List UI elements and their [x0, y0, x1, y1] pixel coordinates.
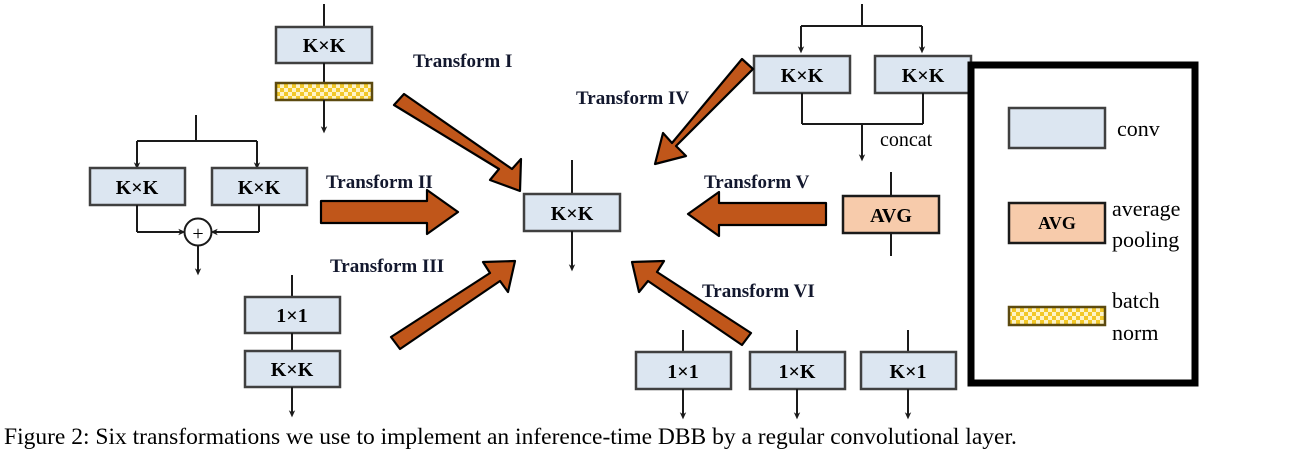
figure-caption: Figure 2: Six transformations we use to …	[4, 424, 1017, 450]
transform-i-label: Transform I	[413, 51, 512, 72]
transform-iv-group: K×K K×K concat Transform IV	[576, 4, 973, 166]
legend-swatch-batchnorm	[1007, 305, 1107, 327]
t6-conv-label-0: 1×1	[667, 361, 698, 383]
t4-right-conv-box	[873, 54, 973, 95]
t2-left-conv-box	[88, 166, 187, 207]
t1-batchnorm-bar	[274, 81, 374, 102]
t3-top-conv-label: 1×1	[276, 305, 307, 327]
transform-ii-label: Transform II	[326, 172, 433, 193]
t2-sum-node	[183, 217, 213, 247]
transform-i-arrow	[392, 92, 523, 193]
t3-bottom-conv-label: K×K	[271, 359, 314, 381]
legend-label-batch: batch	[1112, 288, 1160, 313]
t2-right-conv-label: K×K	[238, 177, 281, 199]
legend-label-pooling: pooling	[1112, 227, 1179, 252]
transform-iii-label: Transform III	[330, 256, 444, 277]
t6-conv-label-1: 1×K	[779, 361, 816, 383]
transform-vi-group: 1×1 1×K K×1 Transform VI	[630, 259, 958, 420]
transform-iii-arrow	[389, 259, 517, 351]
center-conv-group: K×K	[522, 160, 622, 272]
transform-ii-group: K×K K×K + Transform II	[88, 115, 460, 276]
legend-box: conv AVG average pooling batch norm	[967, 61, 1199, 387]
t5-avg-pool-label: AVG	[870, 205, 912, 227]
t2-left-conv-label: K×K	[116, 177, 159, 199]
legend-label-norm: norm	[1112, 320, 1158, 345]
t2-sum-symbol: +	[192, 223, 203, 245]
legend-label-conv: conv	[1117, 116, 1160, 141]
legend-swatch-conv	[1007, 106, 1107, 150]
transform-v-arrow	[686, 190, 828, 238]
t4-left-conv-box	[752, 54, 852, 95]
transform-iv-arrow	[653, 57, 755, 166]
center-conv-box	[522, 192, 622, 233]
transform-iii-group: 1×1 K×K Transform III	[243, 256, 517, 418]
t5-avg-pool-box	[841, 194, 941, 235]
transform-vi-label: Transform VI	[702, 281, 815, 302]
t6-conv-label-2: K×1	[890, 361, 927, 383]
transform-i-group: K×K Transform I	[274, 4, 523, 193]
t3-bottom-conv-box	[243, 349, 342, 389]
t1-conv-label: K×K	[303, 35, 346, 57]
transform-iv-label: Transform IV	[576, 88, 689, 109]
t4-concat-label: concat	[880, 129, 933, 151]
transform-v-label: Transform V	[704, 172, 810, 193]
t4-right-conv-label: K×K	[902, 65, 945, 87]
t4-left-conv-label: K×K	[781, 65, 824, 87]
legend-swatch-avg-text: AVG	[1038, 213, 1076, 233]
transform-v-group: AVG Transform V	[686, 172, 941, 256]
transform-vi-arrow	[630, 259, 753, 347]
center-conv-label: K×K	[551, 203, 594, 225]
legend-label-average: average	[1112, 196, 1180, 221]
transform-ii-arrow	[319, 188, 460, 236]
legend-swatch-avg	[1007, 201, 1107, 245]
